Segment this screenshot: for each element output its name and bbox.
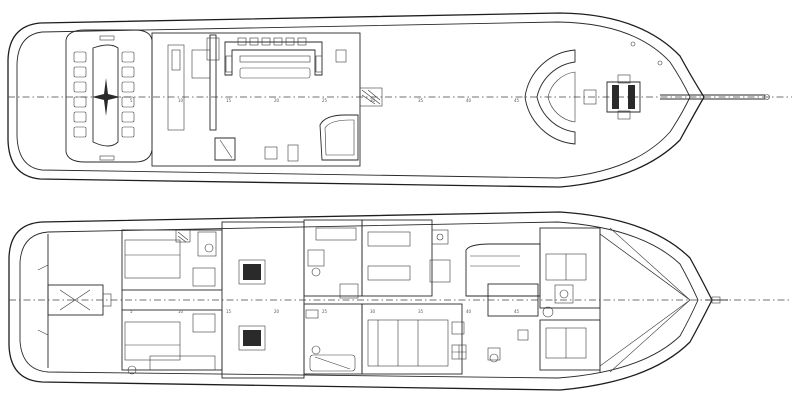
engine-starboard-icon: [238, 325, 266, 351]
lower-deck-plan: 5 10 15 20 25 30 35 40 45: [8, 211, 792, 391]
lower-station-4: 25: [322, 309, 328, 314]
lower-station-8: 45: [514, 309, 520, 314]
engine-room: [221, 221, 305, 379]
deck-saloon-superstructure: [151, 32, 383, 167]
anchor-windlass: [583, 41, 663, 120]
deck-station-6: 35: [418, 98, 424, 103]
deck-station-2: 15: [226, 98, 232, 103]
forward-cabins: [465, 227, 691, 373]
deck-plan: 5 10 15 20 25 30 35 40 45: [7, 12, 792, 188]
deck-station-4: 25: [322, 98, 328, 103]
deck-bulwark-line: [16, 21, 691, 179]
deck-station-8: 45: [514, 98, 520, 103]
deck-station-3: 20: [274, 98, 280, 103]
forward-sun-lounge: [524, 49, 576, 145]
lower-station-marks: 5 10 15 20 25 30 35 40 45: [130, 309, 520, 314]
deck-station-7: 40: [466, 98, 472, 103]
lower-station-2: 15: [226, 309, 232, 314]
lower-hull-outline: [8, 211, 713, 391]
lower-station-6: 35: [418, 309, 424, 314]
stern-lazarette: [37, 234, 112, 368]
lower-station-5: 30: [370, 309, 376, 314]
deck-station-1: 10: [178, 98, 184, 103]
deck-station-5: 30: [370, 98, 376, 103]
lower-inner-line: [19, 221, 699, 379]
deck-station-0: 5: [130, 98, 133, 103]
lower-station-0: 5: [130, 309, 133, 314]
deck-station-marks: 5 10 15 20 25 30 35 40 45: [130, 98, 520, 103]
deck-hull-outline: [7, 12, 705, 188]
lower-station-1: 10: [178, 309, 184, 314]
engine-port-icon: [238, 259, 266, 285]
mid-cabins: [303, 219, 467, 375]
compass-rose-icon: [92, 78, 120, 116]
aft-seating-area: [65, 29, 153, 163]
aft-cabins: [121, 229, 223, 375]
lower-station-7: 40: [466, 309, 472, 314]
lower-station-3: 20: [274, 309, 280, 314]
